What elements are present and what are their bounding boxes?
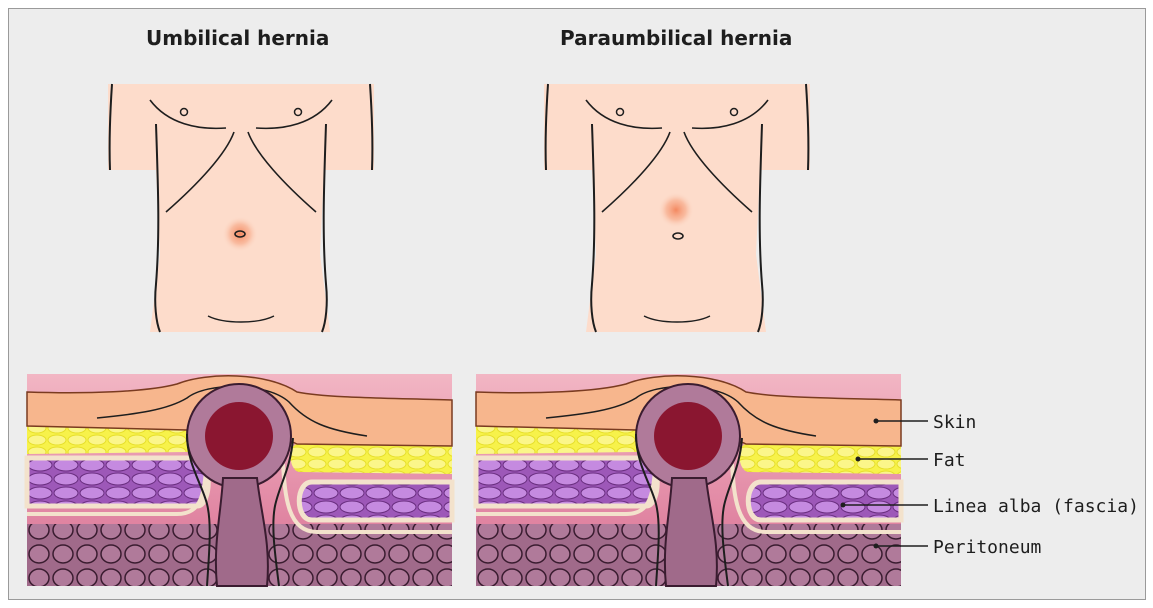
umbilical-bulge-highlight <box>222 216 258 252</box>
peritoneum-label: Peritoneum <box>933 537 1041 558</box>
paraumbilical-bulge-highlight <box>658 192 694 228</box>
umbilical-torso-illustration <box>108 84 374 332</box>
skin-label: Skin <box>933 412 976 433</box>
linea-alba-label: Linea alba (fascia) <box>933 496 1139 517</box>
paraumbilical-cross-section <box>476 374 901 586</box>
umbilical-cross-section <box>27 374 452 586</box>
fat-label: Fat <box>933 450 966 471</box>
